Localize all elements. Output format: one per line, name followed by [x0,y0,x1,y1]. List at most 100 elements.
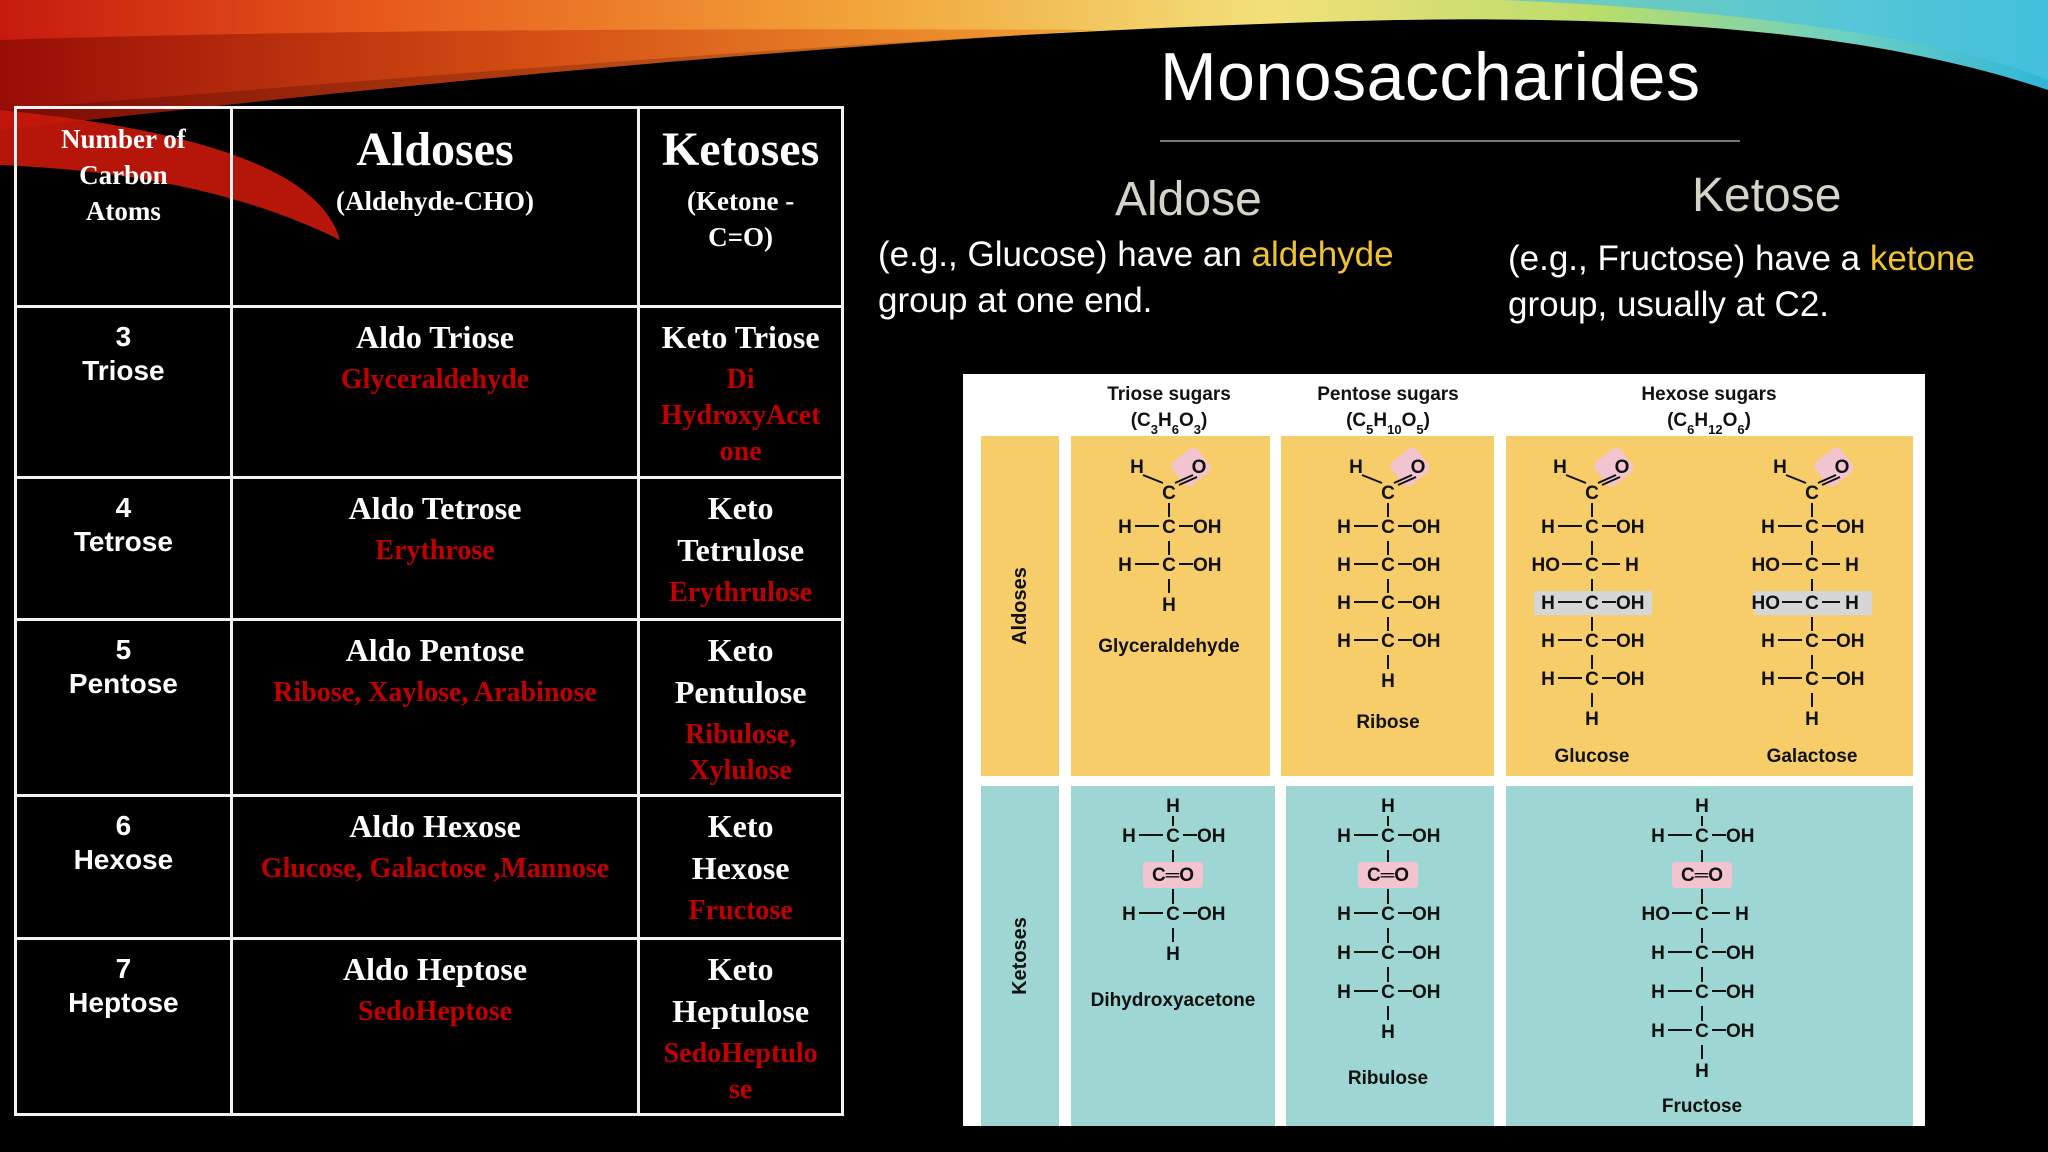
triose-aldose-panel [1071,436,1270,776]
aldose-examples: SedoHeptose [358,995,513,1027]
atom-oh: OH [1836,669,1865,690]
atom-oh: OH [1412,904,1441,925]
bond-line [1821,476,1841,486]
aldose-desc-line2: group at one end. [878,281,1153,320]
atom-h: H [1166,944,1180,965]
triose-ketose-panel [1071,786,1275,1126]
atom-c: C [1381,943,1395,964]
atom-h: H [1381,1022,1395,1043]
atom-c: C [1162,483,1176,504]
pentose-ketose-panel [1286,786,1494,1126]
ketose-description: (e.g., Fructose) have a ketone group, us… [1508,236,2048,328]
atom-o: O [1411,457,1426,478]
title-divider [1160,140,1740,142]
atom-h: H [1651,826,1665,847]
atom-h: H [1337,517,1351,538]
atom-h: H [1585,709,1599,730]
carbonyl-group: C═O [1681,865,1723,886]
bond-line [1393,474,1413,484]
sugar-class-label: Tetrose [73,525,173,557]
aldose-examples: Glyceraldehyde [340,364,530,396]
atom-h: H [1118,517,1132,538]
atom-h: H [1381,796,1395,817]
atom-c: C [1381,483,1395,504]
carbonyl-highlight [1814,447,1854,487]
header-aldoses-sub: (Aldehyde-CHO) [336,186,535,216]
atom-h: H [1625,555,1639,576]
atom-h: H [1805,709,1819,730]
atom-oh: OH [1193,555,1222,576]
atom-oh: OH [1836,631,1865,652]
atom-h: H [1553,457,1567,478]
atom-c: C [1381,593,1395,614]
atom-h: H [1695,796,1709,817]
atom-c: C [1695,904,1709,925]
atom-o: O [1192,457,1207,478]
atom-c: C [1805,517,1819,538]
bond-line [1817,474,1837,484]
atom-c: C [1381,555,1395,576]
atom-oh: OH [1412,555,1441,576]
atom-oh: OH [1197,826,1226,847]
atom-oh: OH [1726,1021,1755,1042]
stereo-highlight [1754,591,1872,615]
aldose-row-panel [981,436,1059,776]
atom-ho: HO [1752,593,1781,614]
fructose-label: Fructose [1662,1096,1742,1117]
header-ketoses: Ketoses (Ketone - C=O) [637,105,844,309]
sugar-structures-figure: Triose sugars(C3H6O3)Pentose sugars(C5H1… [963,374,1925,1126]
carbonyl-highlight [1672,862,1732,888]
atom-oh: OH [1412,982,1441,1003]
atom-h: H [1735,904,1749,925]
atom-oh: OH [1412,943,1441,964]
ketose-name: Keto Triose [661,319,820,356]
atom-o: O [1835,457,1850,478]
bond-line [1565,474,1587,484]
sugar-class-label: Heptose [68,986,179,1018]
aldoses-row-label: Aldoses [1009,567,1031,645]
ribose-label: Ribose [1356,712,1419,733]
carbon-count: 3 [115,321,132,353]
header-text: Number of [61,124,186,154]
glucose-label: Glucose [1555,746,1630,767]
atom-c: C [1695,982,1709,1003]
ketose-desc-line2: group, usually at C2. [1508,285,1830,324]
ketose-name: Pentulose [674,674,807,710]
aldose-highlight: aldehyde [1251,235,1394,274]
aldose-name: Aldo Pentose [345,632,525,668]
header-text: Carbon [79,160,168,190]
atom-h: H [1337,631,1351,652]
bond-line [1397,476,1417,486]
atom-c: C [1585,483,1599,504]
atom-c: C [1585,631,1599,652]
atom-h: H [1349,457,1363,478]
slide-title: Monosaccharides [1160,39,1701,115]
ketose-name: Keto [707,808,774,845]
atom-h: H [1337,943,1351,964]
atom-oh: OH [1412,593,1441,614]
atom-h: H [1845,593,1859,614]
ketose-examples: Erythrulose [669,576,813,608]
atom-h: H [1541,669,1555,690]
atom-h: H [1337,555,1351,576]
atom-c: C [1381,631,1395,652]
atom-h: H [1541,593,1555,614]
sugar-class-label: Hexose [73,844,174,876]
atom-h: H [1761,517,1775,538]
atom-oh: OH [1726,943,1755,964]
aldose-examples: Erythrose [375,534,495,566]
header-text: Atoms [85,196,161,226]
